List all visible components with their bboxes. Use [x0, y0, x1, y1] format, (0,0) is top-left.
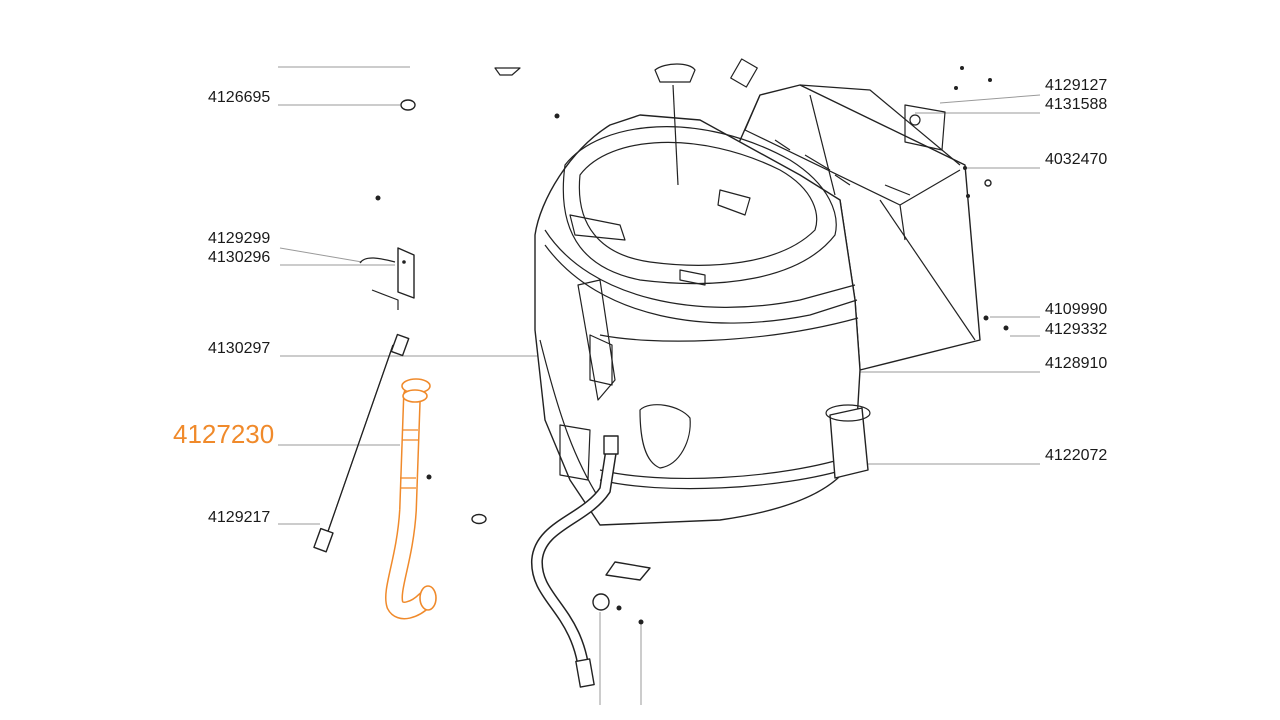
- part-label-4127230-highlighted: 4127230: [173, 419, 275, 449]
- tank-body-part: [494, 58, 861, 526]
- leader-lines: [278, 66, 1041, 705]
- part-label-4126695: 4126695: [208, 89, 271, 106]
- part-label-4122072: 4122072: [1045, 447, 1108, 464]
- cup-holder-part: [825, 404, 871, 479]
- part-label-4129299: 4129299: [208, 230, 271, 247]
- leader-line-4129299: [279, 247, 363, 263]
- drain-hose-black-part: [313, 333, 410, 553]
- part-label-4131588: 4131588: [1045, 96, 1108, 113]
- bottom-hose-part: [530, 435, 619, 688]
- part-label-4129127: 4129127: [1045, 77, 1108, 94]
- part-label-4130297: 4130297: [208, 340, 271, 357]
- part-label-4129217: 4129217: [208, 509, 271, 526]
- clamp-and-plate-part: [592, 561, 651, 611]
- leader-line-4129127: [939, 94, 1041, 104]
- highlighted-hose-4127230: [385, 378, 437, 620]
- bracket-part: [359, 247, 415, 310]
- part-label-4128910: 4128910: [1045, 355, 1108, 372]
- part-label-4109990: 4109990: [1045, 301, 1108, 318]
- part-label-4129332: 4129332: [1045, 321, 1108, 338]
- part-label-4032470: 4032470: [1045, 151, 1108, 168]
- part-label-4130296: 4130296: [208, 249, 271, 266]
- fasteners: [375, 66, 1009, 625]
